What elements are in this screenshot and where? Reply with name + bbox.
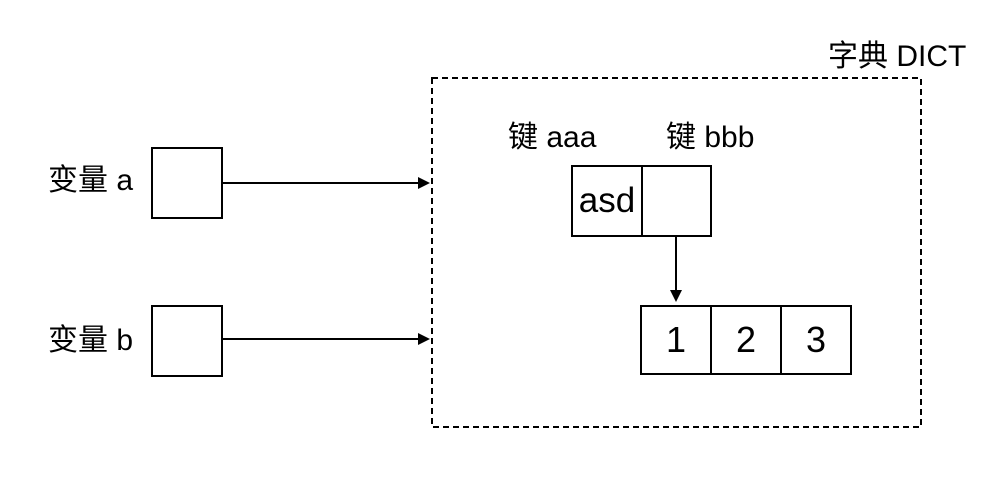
variable-b-box xyxy=(151,305,223,377)
list-item-cell: 1 xyxy=(642,307,712,373)
dict-values-box: asd xyxy=(571,165,712,237)
list-item-cell: 3 xyxy=(805,319,827,360)
dict-value-aaa-cell: asd xyxy=(573,167,643,235)
variable-a-label: 变量 a xyxy=(48,164,134,197)
variable-b-label: 变量 b xyxy=(48,324,134,357)
dict-boundary-dashed-rect xyxy=(431,77,922,428)
dict-value-bbb-cell xyxy=(643,167,710,235)
dict-key-aaa-label: 键 aaa xyxy=(508,121,597,154)
dict-key-bbb-label: 键 bbb xyxy=(666,121,755,154)
list-item-cell: 2 xyxy=(712,307,782,373)
variable-a-box xyxy=(151,147,223,219)
list-box: 1 2 3 xyxy=(640,305,852,375)
dict-title: 字典 DICT xyxy=(828,40,967,73)
